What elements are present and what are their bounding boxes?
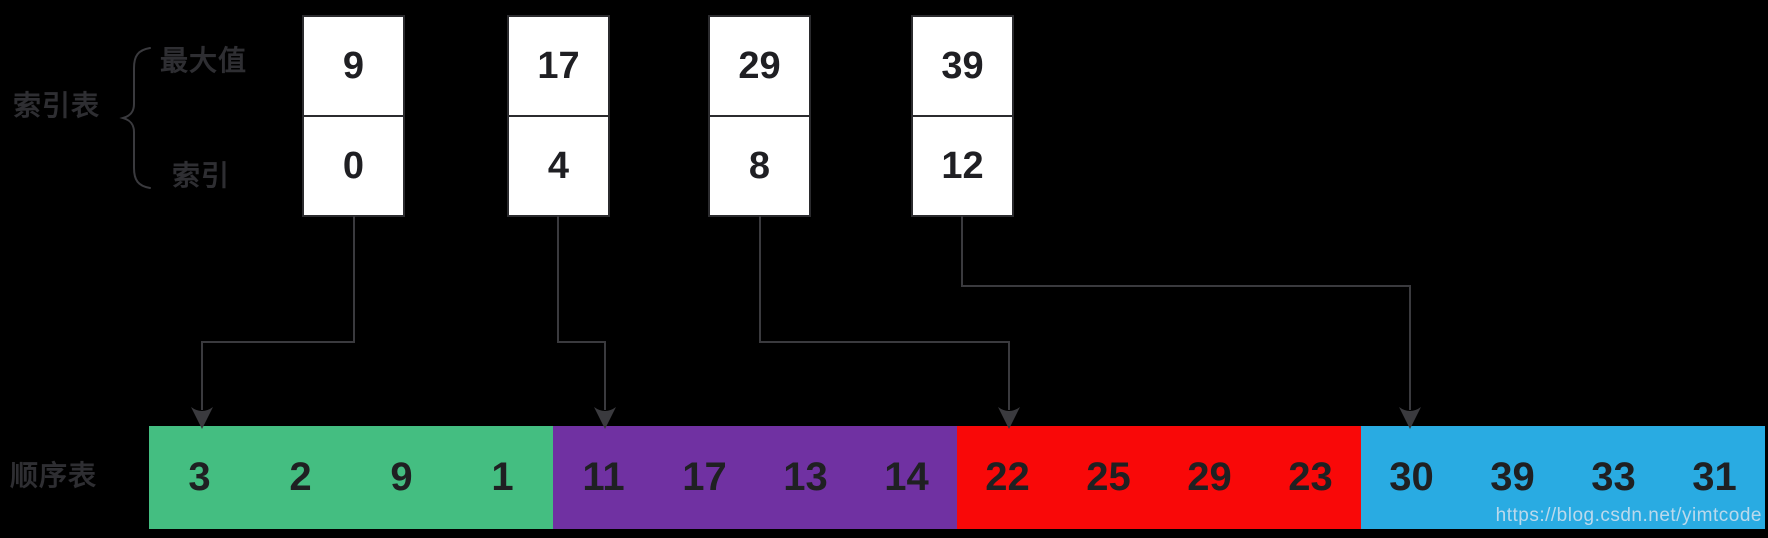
seq-group-2: 11 17 13 14	[553, 426, 957, 529]
sequential-table: 3 2 9 1 11 17 13 14 22 25 29 23 30 39 33…	[149, 426, 1765, 529]
arrow-line-1	[201, 216, 355, 410]
index-box-2-max-cell: 17	[509, 17, 608, 117]
seq-group-3: 22 25 29 23	[957, 426, 1361, 529]
seq-cell-4: 11	[582, 455, 625, 499]
seq-cell-1: 2	[289, 455, 312, 499]
seq-cell-3: 1	[491, 455, 514, 499]
brace-icon	[119, 47, 151, 189]
seq-group-4: 30 39 33 31	[1361, 426, 1765, 529]
index-box-1: 9 0	[302, 15, 405, 217]
index-box-1-index-cell: 0	[342, 144, 365, 187]
sequential-table-label: 顺序表	[10, 460, 98, 491]
seq-cell-15: 31	[1692, 455, 1737, 499]
seq-cell-0: 3	[188, 455, 211, 499]
seq-cell-11: 23	[1288, 455, 1333, 499]
seq-cell-10: 29	[1187, 455, 1232, 499]
index-box-2: 17 4	[507, 15, 610, 217]
index-box-4: 39 12	[911, 15, 1014, 217]
index-label: 索引	[172, 160, 231, 191]
arrow-line-4	[961, 216, 1411, 410]
index-box-2-index-cell: 4	[547, 144, 570, 187]
index-box-4-index-cell: 12	[941, 144, 984, 187]
seq-cell-5: 17	[682, 455, 727, 499]
index-box-3-max-cell: 29	[710, 17, 809, 117]
seq-cell-7: 14	[884, 455, 929, 499]
index-box-4-max-cell: 39	[913, 17, 1012, 117]
index-box-3: 29 8	[708, 15, 811, 217]
arrow-line-3	[759, 216, 1010, 410]
seq-cell-8: 22	[985, 455, 1030, 499]
seq-cell-13: 39	[1490, 455, 1535, 499]
seq-cell-2: 9	[390, 455, 413, 499]
index-table-label: 索引表	[13, 90, 101, 121]
arrow-line-2	[557, 216, 606, 410]
seq-cell-12: 30	[1389, 455, 1434, 499]
seq-cell-6: 13	[783, 455, 828, 499]
seq-cell-14: 33	[1591, 455, 1636, 499]
watermark: https://blog.csdn.net/yimtcode	[1495, 505, 1762, 526]
index-box-3-index-cell: 8	[748, 144, 771, 187]
index-box-1-max-cell: 9	[304, 17, 403, 117]
seq-group-1: 3 2 9 1	[149, 426, 553, 529]
seq-cell-9: 25	[1086, 455, 1131, 499]
max-value-label: 最大值	[160, 45, 248, 76]
